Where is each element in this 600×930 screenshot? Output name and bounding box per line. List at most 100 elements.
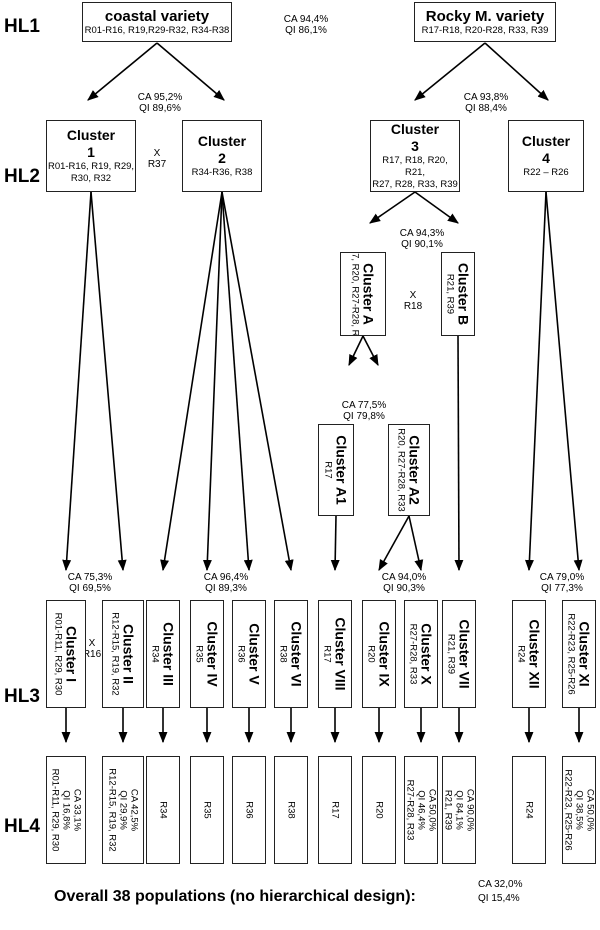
level-label-hl2: HL2 [4, 166, 40, 187]
hl3-exchange-x: X [88, 638, 96, 649]
hl3-stats-xii-xi: CA 79,0% QI 77,3% [532, 572, 592, 594]
cluster-i-ii-exchange: X R16 [80, 638, 104, 660]
hl3-stats-xii-xi-ca: CA 79,0% [539, 572, 585, 583]
hl3-cluster-box-ranges: R12-R15, R19, R32 [109, 612, 121, 696]
hl1-ca: CA 94,4% [283, 14, 329, 25]
hl4-result-box: R17 [318, 756, 352, 864]
cluster-1-ranges-line1: R01-R16, R19, R29, [47, 161, 135, 172]
hl3-cluster-box-ranges: R27-R28, R33 [407, 623, 419, 685]
hl4-result-box-line: R17 [329, 801, 341, 819]
hl4-result-box-line: R22-R23, R25-R26 [562, 769, 574, 851]
connector-arrow [414, 191, 459, 224]
hl4-result-box-line: QI 16,8% [60, 790, 72, 830]
rocky-variety-ranges: R17-R18, R20-R28, R33, R39 [421, 24, 549, 36]
hl4-result-box-line: CA 42,5% [128, 788, 140, 832]
coastal-split-stats: CA 95,2% QI 89,6% [130, 92, 190, 114]
connector-arrow [221, 191, 294, 572]
cluster-b-title: Cluster B [455, 262, 472, 326]
hl4-result-box-line: R27-R28, R33 [404, 779, 416, 841]
connector-arrow [378, 515, 410, 571]
overall-ca: CA 32,0% [478, 879, 523, 890]
cluster-3-number: 3 [411, 138, 419, 154]
hl3-cluster-box-title: Cluster IX [376, 621, 393, 687]
cluster-3-split-ca: CA 94,3% [399, 228, 445, 239]
connector-arrow [156, 42, 225, 101]
cluster-4-number: 4 [542, 150, 550, 166]
hl3-cluster-box-ranges: R24 [515, 645, 527, 663]
cluster-4-box: Cluster 4 R22 – R26 [508, 120, 584, 192]
hl3-cluster-box-ranges: R34 [149, 645, 161, 663]
cluster-1-2-exchange: X R37 [142, 148, 172, 170]
hl4-result-box-line: R34 [157, 801, 169, 819]
hl4-result-box-line: R20 [373, 801, 385, 819]
cluster-a-split-ca: CA 77,5% [341, 400, 387, 411]
cluster-a1-title: Cluster A1 [333, 435, 350, 505]
cluster-3-title: Cluster [390, 121, 440, 137]
cluster-2-title: Cluster [197, 133, 247, 149]
connector-arrow [62, 191, 92, 572]
hl4-result-box: R35 [190, 756, 224, 864]
connector-arrow [362, 335, 379, 366]
hl3-cluster-box-ranges: R22-R23, R25-R26 [565, 613, 577, 695]
hl3-cluster-box-title: Cluster XII [526, 619, 543, 689]
cluster-b-ranges: R21, R39 [444, 273, 456, 315]
hl4-result-box-line: R01-R11, R29, R30 [49, 768, 61, 852]
hl4-result-box-line: CA 33,1% [71, 788, 83, 832]
hl4-result-box: R38 [274, 756, 308, 864]
cluster-1-ranges-line2: R30, R32 [70, 173, 112, 184]
hl3-cluster-box-title: Cluster VII [456, 619, 473, 689]
cluster-3-ranges-line1: R17, R18, R20, R21, [382, 155, 448, 178]
coastal-split-ca: CA 95,2% [137, 92, 183, 103]
hl4-result-box-line: QI 46,4% [415, 790, 427, 830]
hl4-result-box-line: R36 [243, 801, 255, 819]
cluster-a1-ranges: R17 [322, 461, 334, 479]
exchange-pop: R37 [147, 159, 167, 170]
hl4-result-box-line: CA 50,0% [426, 788, 438, 832]
exchange-x: X [153, 148, 161, 159]
cluster-2-ranges: R34-R36, R38 [191, 167, 253, 178]
coastal-variety-ranges: R01-R16, R19,R29-R32, R34-R38 [84, 24, 230, 36]
level-label-hl3: HL3 [4, 686, 40, 707]
connector-arrow [348, 335, 364, 367]
hl4-result-box: R24 [512, 756, 546, 864]
cluster-2-number: 2 [218, 150, 226, 166]
hl4-result-box-line: CA 90,0% [464, 788, 476, 832]
hl4-result-box-line: QI 29,9% [117, 790, 129, 830]
cluster-3-split-qi: QI 90,1% [401, 239, 443, 250]
coastal-variety-title: coastal variety [104, 7, 210, 25]
hl4-result-box-line: R38 [285, 801, 297, 819]
connector-arrow [330, 515, 340, 572]
overall-stats: CA 32,0% QI 15,4% [478, 878, 522, 906]
hl1-stats: CA 94,4% QI 86,1% [276, 14, 336, 36]
hl3-cluster-box-ranges: R38 [277, 645, 289, 663]
connector-arrow [221, 191, 253, 572]
coastal-variety-box: coastal variety R01-R16, R19,R29-R32, R3… [82, 2, 232, 42]
cluster-a-split-qi: QI 79,8% [343, 411, 385, 422]
connector-arrow [414, 42, 486, 101]
hl4-result-box: R36 [232, 756, 266, 864]
cluster-3-box: Cluster 3 R17, R18, R20, R21, R27, R28, … [370, 120, 460, 192]
hl4-result-box: R20 [362, 756, 396, 864]
hl3-cluster-box-title: Cluster V [246, 623, 263, 685]
hl3-stats-i-ii: CA 75,3% QI 69,5% [60, 572, 120, 594]
hl4-result-box-line: R24 [523, 801, 535, 819]
overall-caption: Overall 38 populations (no hierarchical … [54, 888, 416, 905]
hl3-cluster-box-title: Cluster XI [576, 621, 593, 687]
connector-arrow [524, 191, 547, 572]
hl3-stats-xii-xi-qi: QI 77,3% [541, 583, 583, 594]
connector-arrow [408, 515, 424, 572]
hl3-stats-ix-x: CA 94,0% QI 90,3% [374, 572, 434, 594]
hl4-result-box-line: QI 84,1% [453, 790, 465, 830]
connector-arrow [202, 191, 223, 572]
hl4-result-box-line: R35 [201, 801, 213, 819]
rocky-split-stats: CA 93,8% QI 88,4% [456, 92, 516, 114]
hl3-cluster-box-title: Cluster VI [288, 621, 305, 687]
hl3-cluster-box-title: Cluster IV [204, 621, 221, 687]
hl4-result-box: CA 90,0%QI 84,1%R21, R39 [442, 756, 476, 864]
